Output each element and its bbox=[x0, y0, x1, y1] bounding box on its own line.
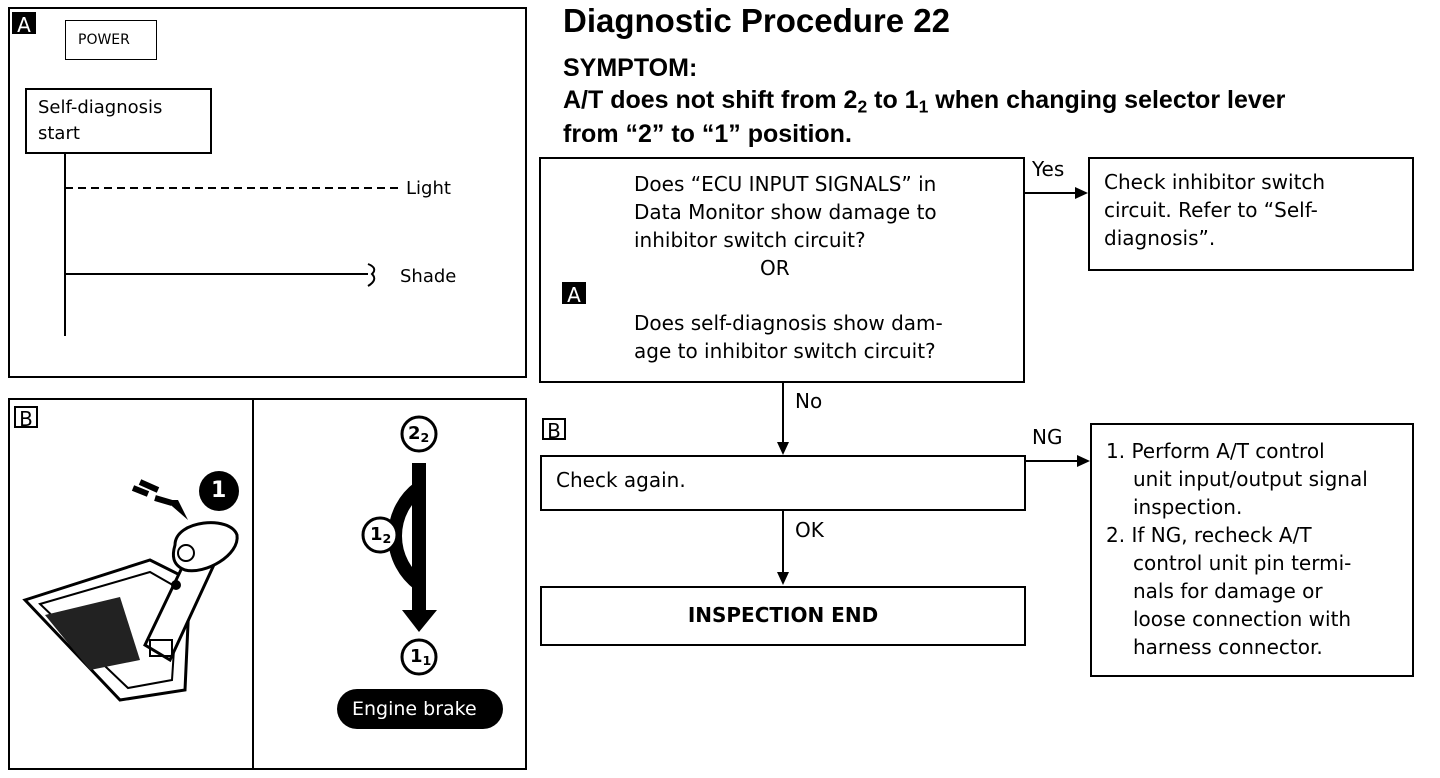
or-label: OR bbox=[760, 256, 790, 280]
shade-bracket bbox=[367, 263, 376, 287]
yes-result-line-1: Check inhibitor switch bbox=[1104, 170, 1326, 194]
page-title: Diagnostic Procedure 22 bbox=[563, 2, 950, 39]
yes-label: Yes bbox=[1032, 157, 1065, 181]
selfdiag-label-2: start bbox=[38, 123, 80, 144]
inspection-end-box bbox=[540, 586, 1026, 646]
check-again-label: Check again. bbox=[556, 468, 686, 492]
question-1-line-1: Does “ECU INPUT SIGNALS” in bbox=[634, 172, 937, 196]
panel-b-tag: B bbox=[14, 406, 38, 430]
selfdiag-label-1: Self-diagnosis bbox=[38, 97, 163, 118]
question-1-line-2: Data Monitor show damage to bbox=[634, 200, 937, 224]
engine-brake-label: Engine brake bbox=[352, 698, 477, 720]
panel-a bbox=[8, 7, 527, 378]
step-badge bbox=[199, 471, 239, 511]
flow-tag-b: B bbox=[542, 418, 566, 442]
inspection-end-label: INSPECTION END bbox=[687, 603, 879, 627]
ok-label: OK bbox=[795, 518, 824, 542]
shade-label: Shade bbox=[400, 266, 457, 287]
ng-item-1-line-3: inspection. bbox=[1133, 495, 1243, 519]
ng-item-2-line-2: control unit pin termi- bbox=[1133, 551, 1352, 575]
light-label: Light bbox=[406, 178, 451, 199]
question-2-line-2: age to inhibitor switch circuit? bbox=[634, 339, 936, 363]
ng-item-2-line-1: 2. If NG, recheck A/T bbox=[1106, 523, 1312, 547]
question-1-line-3: inhibitor switch circuit? bbox=[634, 228, 866, 252]
power-box bbox=[65, 20, 157, 60]
ng-item-1-line-2: unit input/output signal bbox=[1133, 467, 1368, 491]
step-number: 1 bbox=[211, 478, 227, 503]
yes-result-line-3: diagnosis”. bbox=[1104, 226, 1216, 250]
symptom-label: SYMPTOM: bbox=[563, 54, 698, 82]
panel-a-tag: A bbox=[12, 12, 36, 36]
ng-item-2-line-5: harness connector. bbox=[1133, 635, 1323, 659]
ng-item-2-line-3: nals for damage or bbox=[1133, 579, 1323, 603]
yes-result-line-2: circuit. Refer to “Self- bbox=[1104, 198, 1318, 222]
ng-item-1-line-1: 1. Perform A/T control bbox=[1106, 439, 1325, 463]
engine-brake-pill bbox=[337, 689, 503, 729]
gear-bottom-label: 11 bbox=[410, 646, 432, 669]
check-again-box bbox=[540, 455, 1026, 511]
question-2-line-1: Does self-diagnosis show dam- bbox=[634, 311, 943, 335]
ng-label: NG bbox=[1032, 425, 1063, 449]
selector-lever-illustration bbox=[22, 471, 239, 702]
gear-top-label: 22 bbox=[408, 423, 430, 446]
symptom-line-1: A/T does not shift from 22 to 11 when ch… bbox=[563, 86, 1286, 117]
question-box bbox=[539, 157, 1025, 383]
power-label: POWER bbox=[78, 32, 130, 48]
ng-result-box bbox=[1090, 423, 1414, 677]
no-label: No bbox=[795, 389, 823, 413]
gear-shift-diagram bbox=[337, 415, 503, 729]
ng-item-2-line-4: loose connection with bbox=[1133, 607, 1352, 631]
panel-b-frame bbox=[8, 398, 527, 770]
gear-mid-label: 12 bbox=[370, 524, 392, 547]
flow-tag-a: A bbox=[562, 282, 586, 306]
yes-result-box bbox=[1088, 157, 1414, 271]
selfdiag-box bbox=[25, 88, 212, 154]
symptom-line-2: from “2” to “1” position. bbox=[563, 120, 852, 148]
